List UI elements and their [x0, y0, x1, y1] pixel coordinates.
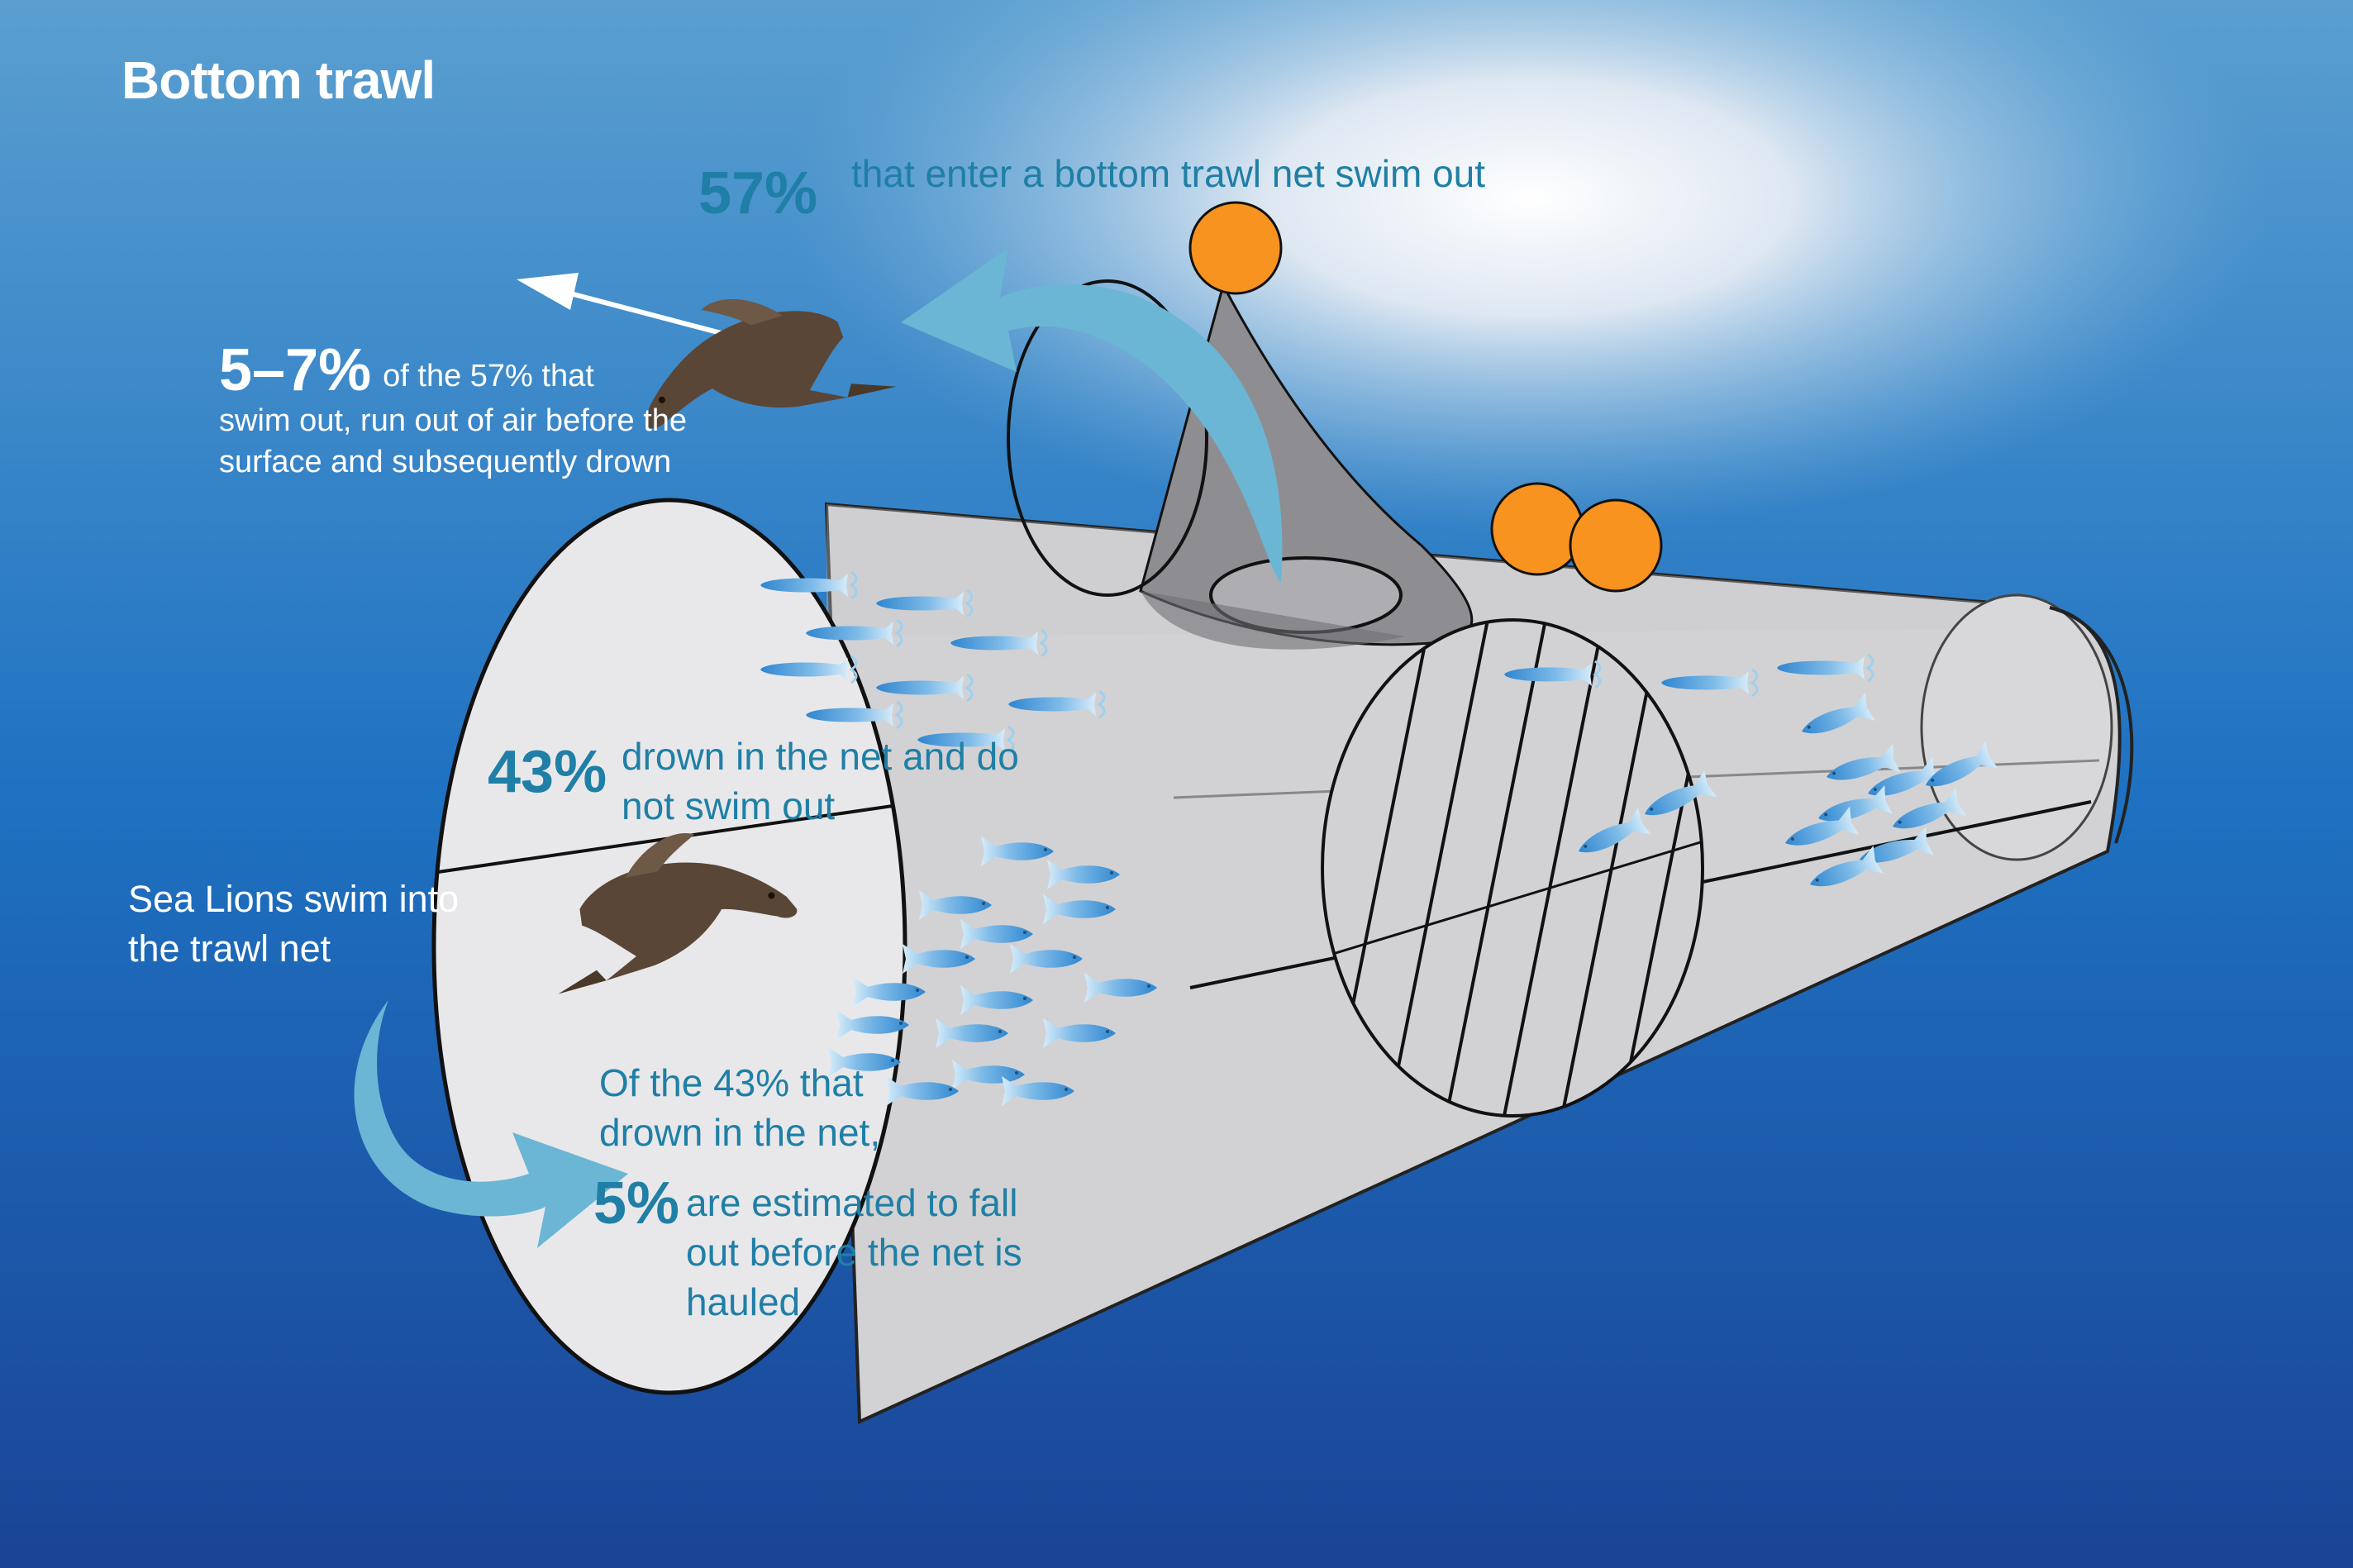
- fall-out-text: are estimated to fall out before the net…: [686, 1181, 1022, 1323]
- fall-out-intro: Of the 43% that drown in the net,: [599, 1061, 881, 1154]
- float-buoy-icon: [1490, 482, 1584, 576]
- drown-net-pct: 43%: [488, 742, 607, 802]
- swim-out-pct: 57%: [698, 164, 817, 223]
- escape-hoop: [1007, 279, 1208, 597]
- enter-net-text: Sea Lions swim into the trawl net: [128, 878, 460, 970]
- fall-out-pct: 5%: [593, 1174, 679, 1233]
- float-buoy-icon: [1569, 498, 1663, 593]
- surface-drown-line1: of the 57% that: [383, 359, 594, 393]
- cod-end: [1920, 593, 2113, 861]
- surface-drown-annotation: 5–7% of the 57% that swim out, run out o…: [219, 341, 715, 483]
- fall-out-percentage: 5%: [593, 1170, 680, 1237]
- page-title: Bottom trawl: [121, 50, 436, 110]
- curved-arrow-icon: [901, 248, 1283, 583]
- curved-arrow-icon: [354, 1000, 628, 1248]
- drown-net-text: drown in the net and do not swim out: [622, 735, 1019, 827]
- surface-drown-percentage: 5–7%: [219, 337, 372, 403]
- float-buoy-icon: [1188, 201, 1283, 295]
- swim-out-text: that enter a bottom trawl net swim out: [851, 152, 1486, 195]
- mesh-panel: [1321, 618, 1704, 1118]
- surface-drown-text: swim out, run out of air before the surf…: [219, 403, 688, 479]
- swim-out-percentage: 57%: [698, 160, 818, 226]
- drown-net-percentage: 43%: [488, 739, 607, 805]
- escape-direction-arrow: [517, 273, 728, 337]
